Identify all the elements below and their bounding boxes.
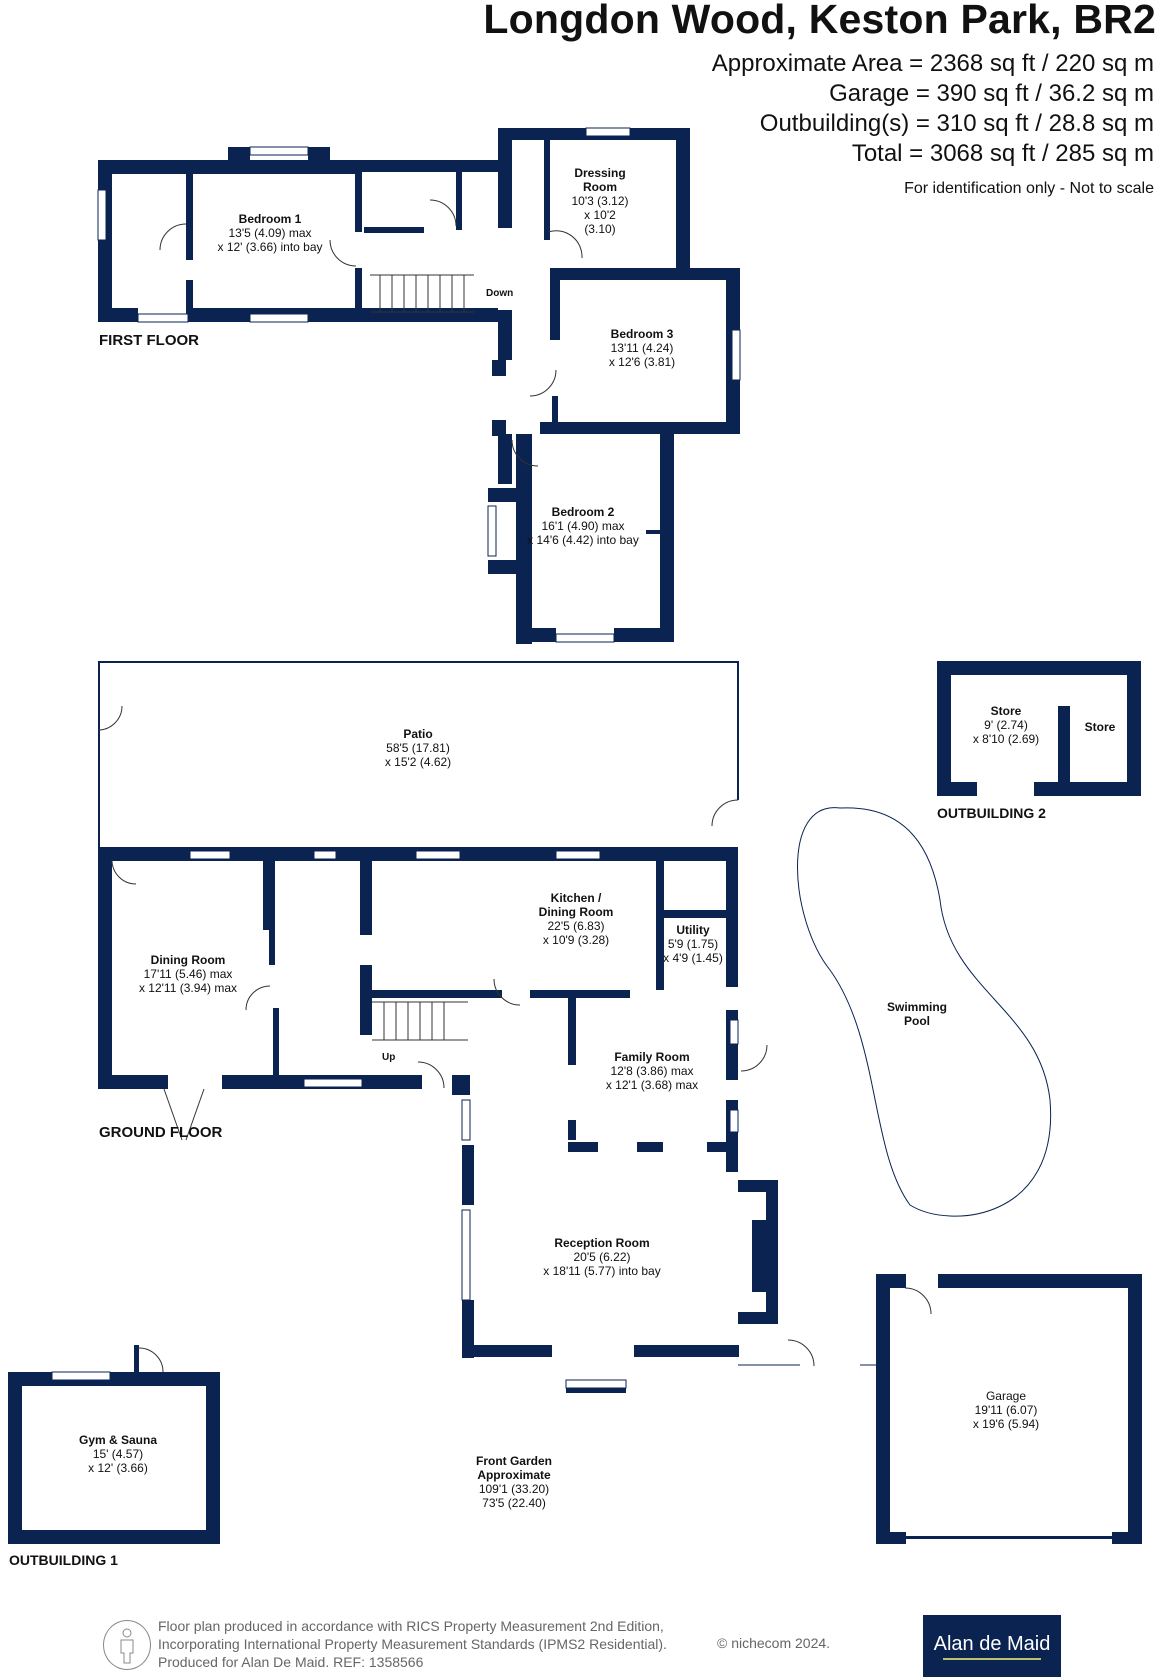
garage-area: Garage = 390 sq ft / 36.2 sq m <box>829 80 1154 107</box>
room-dim-1: 13'5 (4.09) max <box>228 226 312 240</box>
room-utility: Utility 5'9 (1.75) x 4'9 (1.45) <box>663 923 723 965</box>
outbuilding-2-label: OUTBUILDING 2 <box>937 805 1046 821</box>
room-name: Store <box>990 704 1022 718</box>
room-dim-2: x 4'9 (1.45) <box>663 951 723 965</box>
room-dim-2: x 19'6 (5.94) <box>972 1417 1040 1431</box>
room-name: Store <box>1084 720 1116 734</box>
outbuilding-area: Outbuilding(s) = 310 sq ft / 28.8 sq m <box>759 110 1154 137</box>
room-dim-1: 12'8 (3.86) max <box>610 1064 694 1078</box>
room-name: Gym & Sauna <box>78 1433 158 1447</box>
room-dim-2: x 12' (3.66) into bay <box>217 240 323 254</box>
walls <box>8 128 1142 1544</box>
logo-text: Alan de Maid <box>933 1632 1051 1655</box>
room-name: Bedroom 2 <box>551 505 615 519</box>
room-name: Kitchen / Dining Room <box>538 891 614 919</box>
room-dim-1: 13'11 (4.24) <box>610 341 674 355</box>
windows <box>51 127 741 1389</box>
page-title: Longdon Wood, Keston Park, BR2 <box>483 0 1156 42</box>
room-bedroom-3: Bedroom 3 13'11 (4.24) x 12'6 (3.81) <box>609 327 675 369</box>
room-dressing-room: Dressing Room 10'3 (3.12) x 10'2 (3.10) <box>569 166 631 236</box>
approximate-area: Approximate Area = 2368 sq ft / 220 sq m <box>711 50 1154 77</box>
person-icon <box>103 1620 151 1670</box>
room-bedroom-1: Bedroom 1 13'5 (4.09) max x 12' (3.66) i… <box>217 212 322 254</box>
disclaimer: For identification only - Not to scale <box>904 180 1154 197</box>
ground-floor-label: GROUND FLOOR <box>99 1124 223 1141</box>
footer-text: Floor plan produced in accordance with R… <box>158 1617 667 1671</box>
room-dim-2: 73'5 (22.40) <box>482 1496 546 1510</box>
room-dim-1: 19'11 (6.07) <box>974 1403 1038 1417</box>
room-dim-2: x 12'11 (3.94) max <box>138 981 238 995</box>
room-store-2: Store <box>1085 720 1116 734</box>
room-name: Garage <box>985 1389 1027 1403</box>
footer-line-1: Floor plan produced in accordance with R… <box>158 1618 664 1634</box>
agent-logo: Alan de Maid <box>923 1615 1061 1677</box>
outbuilding-1-label: OUTBUILDING 1 <box>9 1552 118 1568</box>
stairs-down-label: Down <box>486 288 514 299</box>
room-name: Swimming Pool <box>886 1000 947 1028</box>
room-dim-1: 58'5 (17.81) <box>386 741 450 755</box>
room-gym-sauna: Gym & Sauna 15' (4.57) x 12' (3.66) <box>79 1433 157 1475</box>
stairs <box>370 274 474 1041</box>
room-dim-2: x 8'10 (2.69) <box>972 732 1040 746</box>
room-dim-2: x 15'2 (4.62) <box>384 755 452 769</box>
room-dim-2: x 14'6 (4.42) into bay <box>527 533 639 547</box>
stairs-up-label: Up <box>382 1052 396 1063</box>
room-name: Reception Room <box>554 1236 650 1250</box>
room-garage: Garage 19'11 (6.07) x 19'6 (5.94) <box>973 1389 1039 1431</box>
door-swings <box>97 199 932 1373</box>
total-area: Total = 3068 sq ft / 285 sq m <box>851 140 1154 167</box>
room-reception-room: Reception Room 20'5 (6.22) x 18'11 (5.77… <box>543 1236 660 1278</box>
room-bedroom-2: Bedroom 2 16'1 (4.90) max x 14'6 (4.42) … <box>527 505 639 547</box>
room-name: Family Room <box>614 1050 690 1064</box>
room-name: Bedroom 1 <box>238 212 302 226</box>
swimming-pool: Swimming Pool <box>882 1000 952 1028</box>
logo-underline <box>943 1657 1041 1660</box>
room-name: Patio <box>403 727 433 741</box>
room-dim-1: 20'5 (6.22) <box>573 1250 631 1264</box>
room-name: Dressing Room <box>574 166 626 194</box>
front-garden: Front Garden Approximate 109'1 (33.20) 7… <box>469 1454 559 1510</box>
room-dim-1: 5'9 (1.75) <box>667 937 719 951</box>
room-dining-room: Dining Room 17'11 (5.46) max x 12'11 (3.… <box>139 953 237 995</box>
copyright: © nichecom 2024. <box>717 1635 831 1651</box>
room-name: Utility <box>676 923 710 937</box>
room-dim-2: x 10'2 (3.10) <box>584 208 616 236</box>
room-dim-2: x 10'9 (3.28) <box>542 933 610 947</box>
room-dim-1: 15' (4.57) <box>92 1447 144 1461</box>
footer-line-2: Incorporating International Property Mea… <box>158 1636 667 1652</box>
room-dim-1: 16'1 (4.90) max <box>541 519 625 533</box>
room-dim-2: x 12'1 (3.68) max <box>605 1078 699 1092</box>
room-dim-2: x 12' (3.66) <box>88 1461 148 1475</box>
room-name: Dining Room <box>150 953 226 967</box>
room-dim-1: 17'11 (5.46) max <box>143 967 233 981</box>
room-dim-2: x 12'6 (3.81) <box>608 355 676 369</box>
outlines <box>98 661 1052 1366</box>
room-dim-1: 9' (2.74) <box>984 718 1028 732</box>
room-store-1: Store 9' (2.74) x 8'10 (2.69) <box>973 704 1039 746</box>
room-name: Bedroom 3 <box>610 327 674 341</box>
room-dim-1: 10'3 (3.12) <box>571 194 629 208</box>
footer-line-3: Produced for Alan De Maid. REF: 1358566 <box>158 1654 424 1670</box>
room-dim-1: 109'1 (33.20) <box>478 1482 550 1496</box>
room-dim-2: x 18'11 (5.77) into bay <box>543 1264 661 1278</box>
room-dim-1: 22'5 (6.83) <box>547 919 605 933</box>
room-kitchen-dining: Kitchen / Dining Room 22'5 (6.83) x 10'9… <box>531 891 621 947</box>
room-patio: Patio 58'5 (17.81) x 15'2 (4.62) <box>385 727 451 769</box>
first-floor-label: FIRST FLOOR <box>99 332 199 349</box>
room-family-room: Family Room 12'8 (3.86) max x 12'1 (3.68… <box>606 1050 698 1092</box>
room-name: Front Garden Approximate <box>475 1454 552 1482</box>
